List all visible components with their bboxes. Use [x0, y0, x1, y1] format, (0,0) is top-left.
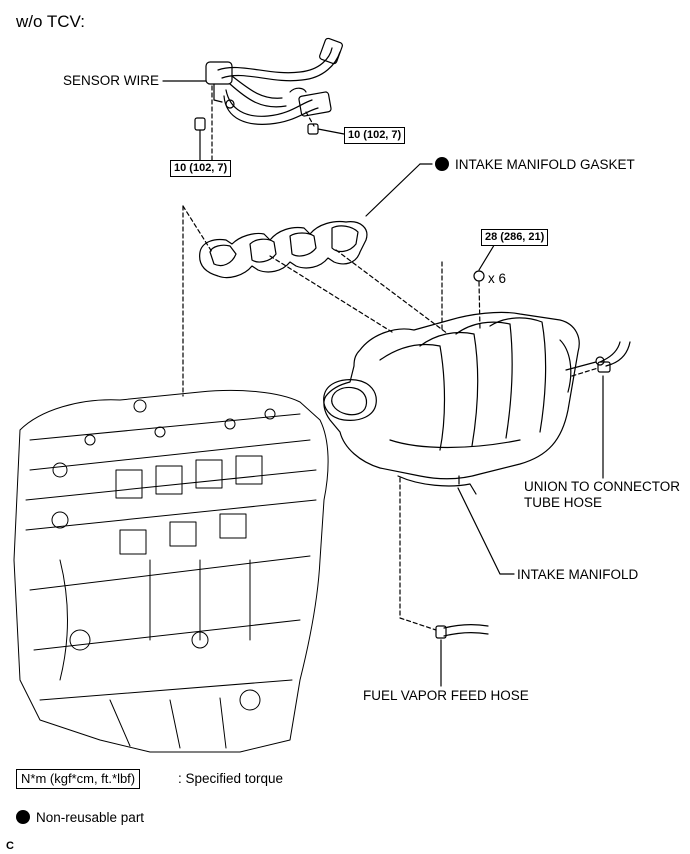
union-hose-shape — [597, 341, 631, 373]
torque-spec-manifold-bolts: 28 (286, 21) — [481, 229, 549, 246]
engine-block-shape — [13, 389, 329, 753]
section-title: w/o TCV: — [16, 12, 85, 31]
label-intake-manifold-gasket: INTAKE MANIFOLD GASKET — [455, 157, 635, 172]
gasket-leader — [365, 163, 421, 217]
legend-torque-box: N*m (kgf*cm, ft.*lbf) — [16, 769, 141, 789]
sensor-wire-harness — [205, 37, 343, 125]
gasket-shape — [199, 220, 368, 279]
label-fuel-vapor-feed-hose: FUEL VAPOR FEED HOSE — [363, 688, 529, 703]
legend-non-reusable-dot — [16, 810, 30, 824]
torque-spec-sensor-bolt-left: 10 (102, 7) — [170, 160, 232, 177]
label-sensor-wire: SENSOR WIRE — [63, 73, 160, 88]
legend-non-reusable-desc: Non-reusable part — [36, 810, 145, 825]
intake-manifold-shape — [323, 311, 605, 495]
non-reusable-dot-gasket — [435, 157, 449, 171]
fuel-hose-shape — [435, 624, 489, 639]
torque-spec-sensor-bolt-right: 10 (102, 7) — [344, 127, 406, 144]
bolt-quantity: x 6 — [488, 271, 507, 286]
manifold-bolt — [473, 241, 497, 282]
figure-code: C — [6, 840, 14, 852]
intake-manifold-leader — [457, 487, 515, 575]
label-intake-manifold: INTAKE MANIFOLD — [517, 567, 639, 582]
alignment-lines — [182, 83, 599, 631]
label-tube-hose: TUBE HOSE — [524, 495, 603, 510]
legend-torque-desc: : Specified torque — [178, 771, 284, 786]
label-union-to-connector: UNION TO CONNECTOR — [524, 479, 681, 494]
